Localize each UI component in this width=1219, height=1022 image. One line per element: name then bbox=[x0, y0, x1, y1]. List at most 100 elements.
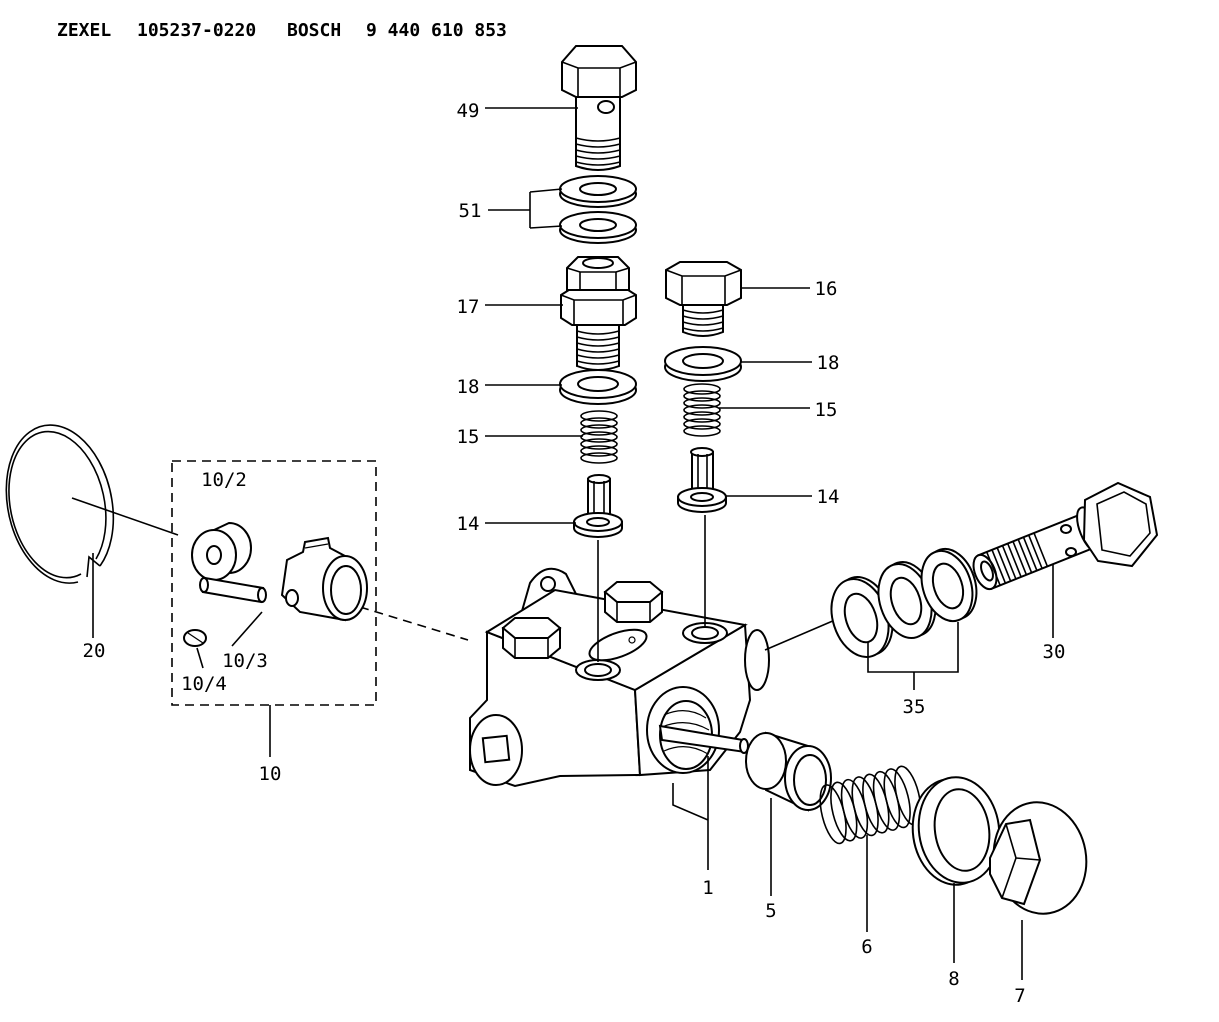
circlip-20-shape bbox=[86, 555, 101, 578]
pump-body-shape bbox=[661, 710, 711, 755]
spring-15-left-shape bbox=[580, 410, 618, 422]
banjo-bolt-49-shape bbox=[575, 137, 621, 166]
callout-18-left: 18 bbox=[457, 376, 480, 398]
spring-15-right-shape bbox=[683, 411, 721, 423]
pump-body-shape bbox=[691, 626, 719, 640]
sealing-washers-51-shape bbox=[579, 218, 617, 232]
banjo-bolt-49 bbox=[561, 45, 637, 171]
washer-18-right-shape bbox=[682, 353, 724, 369]
washer-8 bbox=[911, 776, 1001, 886]
pump-body-shape bbox=[744, 629, 770, 691]
spring-15-right bbox=[683, 383, 721, 437]
spring-15-right-shape bbox=[683, 397, 721, 409]
plug-screw-16 bbox=[665, 261, 742, 337]
spring-15-left-shape bbox=[580, 438, 618, 450]
valve-holder-17-shape bbox=[576, 330, 620, 365]
callout-20: 20 bbox=[83, 640, 106, 662]
sealing-washers-35 bbox=[830, 547, 978, 658]
header-part-no-1: 105237-0220 bbox=[137, 20, 256, 41]
delivery-valve-14-left-shape bbox=[587, 474, 611, 484]
ring-10-2-shape bbox=[206, 545, 222, 565]
screw-plug-7 bbox=[989, 801, 1088, 915]
callout-6: 6 bbox=[861, 936, 872, 958]
circlip-20-shape bbox=[5, 424, 115, 584]
circlip-20 bbox=[5, 424, 115, 584]
callout-16: 16 bbox=[815, 278, 838, 300]
sealing-washers-51 bbox=[559, 175, 637, 244]
sleeve-5-shape bbox=[793, 754, 827, 806]
pump-body-shape bbox=[481, 734, 511, 764]
disc-10-4 bbox=[183, 629, 207, 647]
banjo-bolt-30-shape bbox=[980, 560, 994, 582]
sealing-washers-35-shape bbox=[889, 576, 923, 626]
valve-holder-17-shape bbox=[566, 267, 630, 290]
sealing-washers-35-shape bbox=[931, 562, 965, 610]
valve-holder-17 bbox=[560, 256, 637, 371]
callout-10-4: 10/4 bbox=[181, 673, 227, 695]
primer-sleeve bbox=[280, 536, 368, 622]
pump-body-shape bbox=[514, 638, 549, 658]
washer-18-right bbox=[664, 346, 742, 382]
hand-primer-assembly-10-shape bbox=[171, 460, 377, 706]
pump-body-shape bbox=[603, 581, 664, 603]
callout-10-2: 10/2 bbox=[201, 469, 247, 491]
banjo-bolt-49-shape bbox=[561, 61, 637, 97]
callout-7: 7 bbox=[1014, 985, 1025, 1007]
sealing-washers-51-shape bbox=[579, 182, 617, 196]
banjo-bolt-30-shape bbox=[1096, 491, 1151, 557]
callout-14-left: 14 bbox=[457, 513, 480, 535]
spring-15-right-shape bbox=[683, 425, 721, 437]
banjo-bolt-30-shape bbox=[985, 532, 1049, 586]
callout-labels: 49 51 17 18 15 14 16 18 15 14 20 10/2 10… bbox=[83, 100, 1066, 1007]
plug-screw-16-shape bbox=[682, 309, 724, 332]
spring-15-left-shape bbox=[580, 445, 618, 457]
primer-sleeve-shape bbox=[330, 565, 362, 615]
pump-body-shape bbox=[584, 663, 612, 677]
delivery-valve-14-right bbox=[677, 447, 727, 513]
assembly-axis-lines bbox=[71, 497, 836, 662]
callout-10-3: 10/3 bbox=[222, 650, 268, 672]
primer-sleeve-shape bbox=[304, 543, 329, 549]
pump-body bbox=[469, 567, 770, 788]
header-brand-1: ZEXEL bbox=[57, 20, 111, 41]
spring-15-left-shape bbox=[580, 424, 618, 436]
banjo-bolt-49-shape bbox=[561, 45, 637, 98]
washer-18-left bbox=[559, 369, 637, 405]
plug-screw-16-shape bbox=[665, 261, 742, 306]
leader-10-4 bbox=[196, 647, 204, 669]
header-part-no-2: 9 440 610 853 bbox=[366, 20, 507, 41]
circlip-20-shape bbox=[8, 430, 107, 579]
pin-10-3-shape bbox=[201, 576, 265, 604]
diagram-header: ZEXEL 105237-0220 BOSCH 9 440 610 853 bbox=[57, 20, 507, 41]
spring-15-left-shape bbox=[580, 452, 618, 464]
callout-14-right: 14 bbox=[817, 486, 840, 508]
ring-10-2 bbox=[191, 521, 252, 582]
spring-6-shape bbox=[883, 768, 911, 829]
spring-15-right-shape bbox=[683, 404, 721, 416]
pump-body-shape bbox=[540, 576, 556, 592]
callout-35: 35 bbox=[903, 696, 926, 718]
valve-holder-17-shape bbox=[560, 294, 637, 325]
delivery-valve-14-right-shape bbox=[690, 447, 714, 457]
spring-6 bbox=[819, 765, 922, 845]
leader-lines bbox=[92, 107, 1054, 980]
valve-holder-17-shape bbox=[560, 287, 637, 326]
spring-15-left bbox=[580, 410, 618, 464]
callout-5: 5 bbox=[765, 900, 776, 922]
delivery-valve-14-left-shape bbox=[593, 481, 605, 516]
callout-1: 1 bbox=[702, 877, 713, 899]
callout-51: 51 bbox=[459, 200, 482, 222]
callout-30: 30 bbox=[1043, 641, 1066, 663]
delivery-valve-14-left-shape bbox=[586, 517, 610, 527]
leader-51 bbox=[488, 188, 563, 229]
assembly-axis-lines-shape bbox=[764, 619, 836, 651]
banjo-bolt-30 bbox=[972, 481, 1159, 591]
delivery-valve-14-left bbox=[573, 474, 623, 538]
leader-35 bbox=[867, 622, 959, 690]
leader-1 bbox=[672, 756, 709, 870]
washer-8-shape bbox=[933, 788, 991, 872]
pump-body-shape bbox=[501, 617, 562, 639]
callout-15-left: 15 bbox=[457, 426, 480, 448]
assembly-axis-lines-shape bbox=[71, 497, 179, 536]
